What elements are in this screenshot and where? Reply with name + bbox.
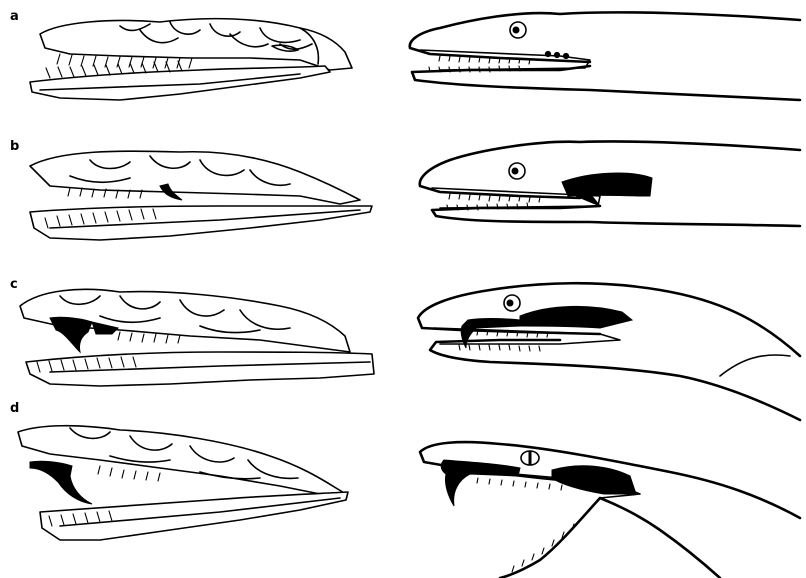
- panel-label-b: b: [10, 139, 19, 154]
- venom-gland-c: [520, 306, 632, 328]
- venom-gland-d: [552, 466, 636, 494]
- panel-label-a: a: [10, 9, 19, 24]
- front-fang-c: [50, 317, 92, 352]
- skull-a: [30, 19, 352, 100]
- front-fang-head-d: [441, 460, 520, 506]
- head-c: [418, 283, 800, 420]
- panel-d: d: [10, 401, 800, 578]
- panel-label-c: c: [10, 277, 18, 292]
- head-b: [420, 141, 800, 226]
- skull-b: [30, 151, 372, 240]
- front-fang-d: [30, 461, 92, 504]
- panel-label-d: d: [10, 401, 19, 416]
- panel-c: c: [10, 277, 800, 420]
- panel-b: b: [10, 139, 800, 240]
- head-d: [420, 442, 800, 578]
- panel-a: a: [10, 9, 800, 100]
- head-a: [410, 12, 800, 100]
- venom-gland-b: [562, 173, 652, 196]
